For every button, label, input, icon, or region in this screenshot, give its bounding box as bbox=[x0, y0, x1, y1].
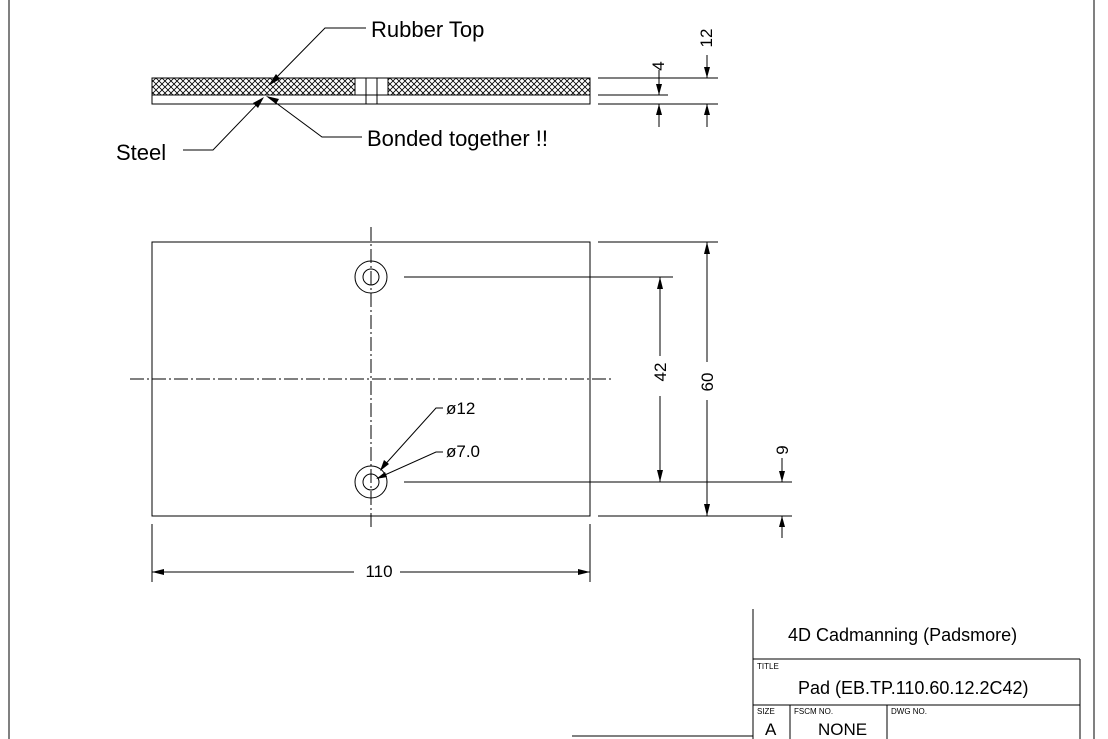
fscm-value: NONE bbox=[818, 720, 867, 739]
side-view: Rubber Top Steel Bonded together !! bbox=[116, 17, 718, 165]
dim-steel-thickness: 4 bbox=[649, 61, 668, 70]
leader-rubber-top bbox=[268, 27, 366, 86]
dim-total-thickness: 12 bbox=[697, 29, 716, 48]
leader-bonded bbox=[266, 96, 362, 138]
title-block: 4D Cadmanning (Padsmore) TITLE Pad (EB.T… bbox=[572, 609, 1081, 739]
dim-width: 110 bbox=[365, 562, 392, 581]
dim-line-hole-spacing bbox=[657, 277, 663, 482]
sheet-border bbox=[8, 0, 1095, 739]
hole-bottom bbox=[354, 465, 388, 499]
dim-edge-offset: 9 bbox=[773, 445, 792, 454]
fscm-label: FSCM NO. bbox=[794, 707, 833, 716]
dim-height: 60 bbox=[698, 373, 717, 392]
dwg-label: DWG NO. bbox=[891, 707, 927, 716]
steel-layer bbox=[151, 94, 591, 105]
dim-line-width bbox=[152, 569, 590, 575]
leader-outer-diameter bbox=[380, 407, 443, 471]
size-value: A bbox=[765, 720, 777, 739]
dim-side-thickness bbox=[598, 55, 718, 127]
label-bonded: Bonded together !! bbox=[367, 126, 548, 151]
top-view: ø12 ø7.0 42 60 bbox=[130, 227, 792, 582]
leader-steel bbox=[183, 97, 264, 151]
dim-inner-diameter: ø7.0 bbox=[446, 442, 480, 461]
dim-line-edge-offset bbox=[779, 458, 785, 538]
company-name: 4D Cadmanning (Padsmore) bbox=[788, 625, 1017, 645]
dim-outer-diameter: ø12 bbox=[446, 399, 475, 418]
rubber-layer bbox=[151, 77, 591, 96]
drawing-title: Pad (EB.TP.110.60.12.2C42) bbox=[798, 678, 1028, 698]
hole-top bbox=[354, 260, 388, 294]
label-steel: Steel bbox=[116, 140, 166, 165]
title-label: TITLE bbox=[757, 662, 779, 671]
label-rubber-top: Rubber Top bbox=[371, 17, 484, 42]
size-label: SIZE bbox=[757, 707, 775, 716]
dim-hole-spacing: 42 bbox=[651, 363, 670, 382]
dim-line-height bbox=[704, 242, 710, 516]
leader-inner-diameter bbox=[376, 451, 443, 479]
